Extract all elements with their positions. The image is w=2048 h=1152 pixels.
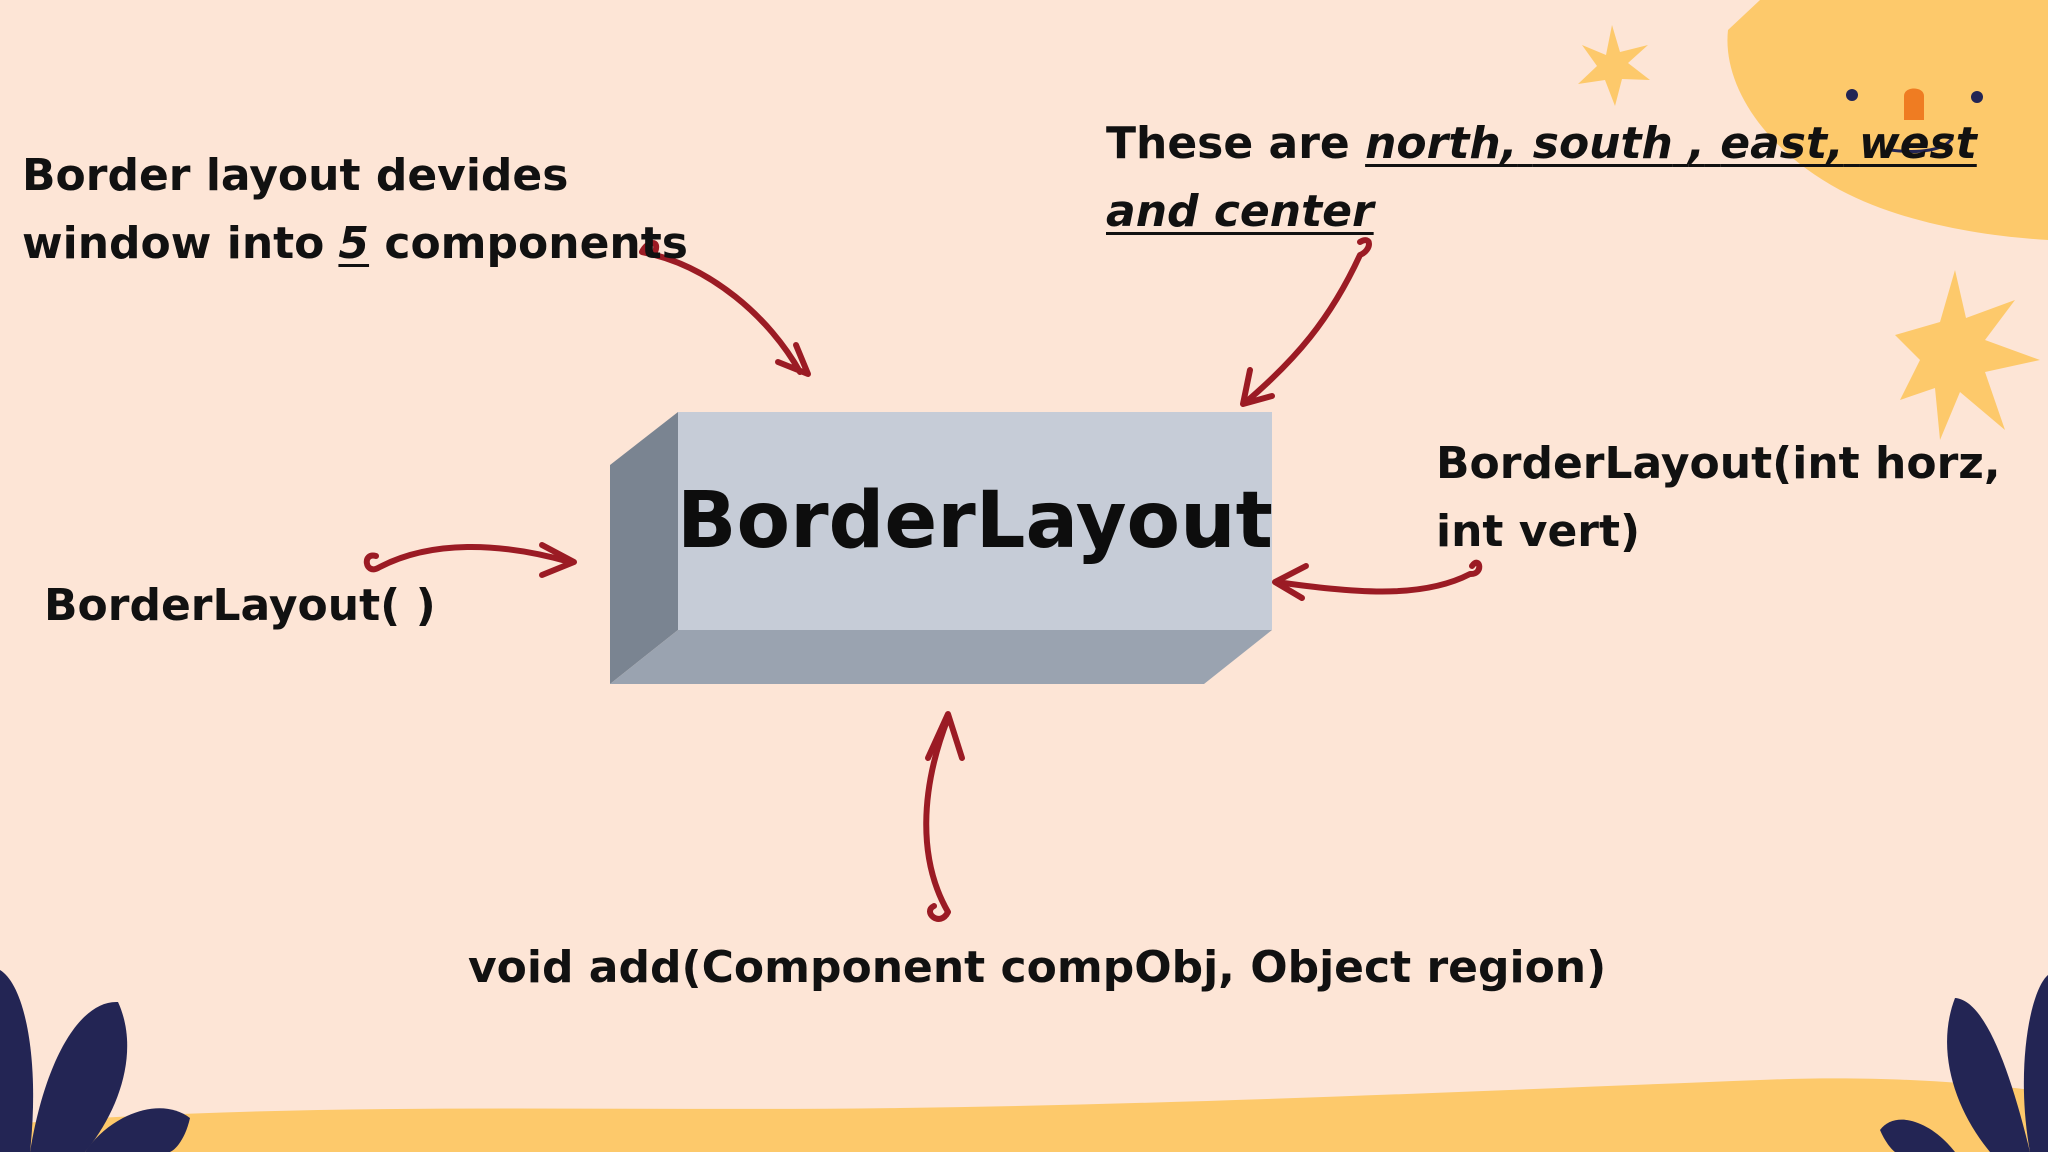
text-top-right-gap4 <box>1844 118 1859 169</box>
center-box <box>610 412 1272 684</box>
arrow-right <box>1272 559 1483 601</box>
text-right: BorderLayout(int horz, int vert) <box>1436 430 2001 566</box>
leaf-icon <box>0 970 190 1152</box>
text-top-right-line1: These are north, south , east, west <box>1106 110 1977 178</box>
text-top-right-comma: , <box>1688 118 1705 169</box>
text-top-left: Border layout devides window into 5 compo… <box>22 142 688 278</box>
text-top-left-suffix: components <box>384 218 688 269</box>
text-top-right-prefix: These are <box>1106 118 1350 169</box>
text-top-left-prefix: window into <box>22 218 325 269</box>
box-front-face <box>678 412 1272 630</box>
sun-face-icon <box>1727 0 2048 240</box>
arrow-top-right <box>1240 237 1372 407</box>
star-icon <box>1895 270 2040 440</box>
text-top-right-gap3 <box>1705 118 1720 169</box>
text-top-right: These are north, south , east, west and … <box>1106 110 1977 246</box>
text-east: east, <box>1720 118 1844 169</box>
box-label: BorderLayout <box>677 476 1273 566</box>
text-top-right-gap2 <box>1673 118 1688 169</box>
arrow-bottom <box>923 711 965 922</box>
text-right-line2: int vert) <box>1436 506 1641 557</box>
text-top-left-line1: Border layout devides <box>22 150 569 201</box>
text-bottom: void add(Component compObj, Object regio… <box>468 942 1607 993</box>
text-left: BorderLayout( ) <box>44 580 436 631</box>
text-south: south <box>1532 118 1673 169</box>
leaf-icon <box>1880 975 2048 1152</box>
text-west: west <box>1859 118 1977 169</box>
arrow-top-left <box>639 240 811 377</box>
box-side-face <box>610 412 678 684</box>
star-icon <box>1578 25 1650 106</box>
text-north: north, <box>1365 118 1518 169</box>
bottom-wave <box>0 1078 2048 1152</box>
text-top-left-line2: window into 5 components <box>22 210 688 278</box>
text-top-left-number: 5 <box>338 218 370 269</box>
box-bottom-face <box>610 630 1272 684</box>
text-top-right-gap1 <box>1517 118 1532 169</box>
arrow-left <box>363 542 577 578</box>
text-top-right-line2: and center <box>1106 186 1374 237</box>
text-right-line1: BorderLayout(int horz, <box>1436 438 2001 489</box>
